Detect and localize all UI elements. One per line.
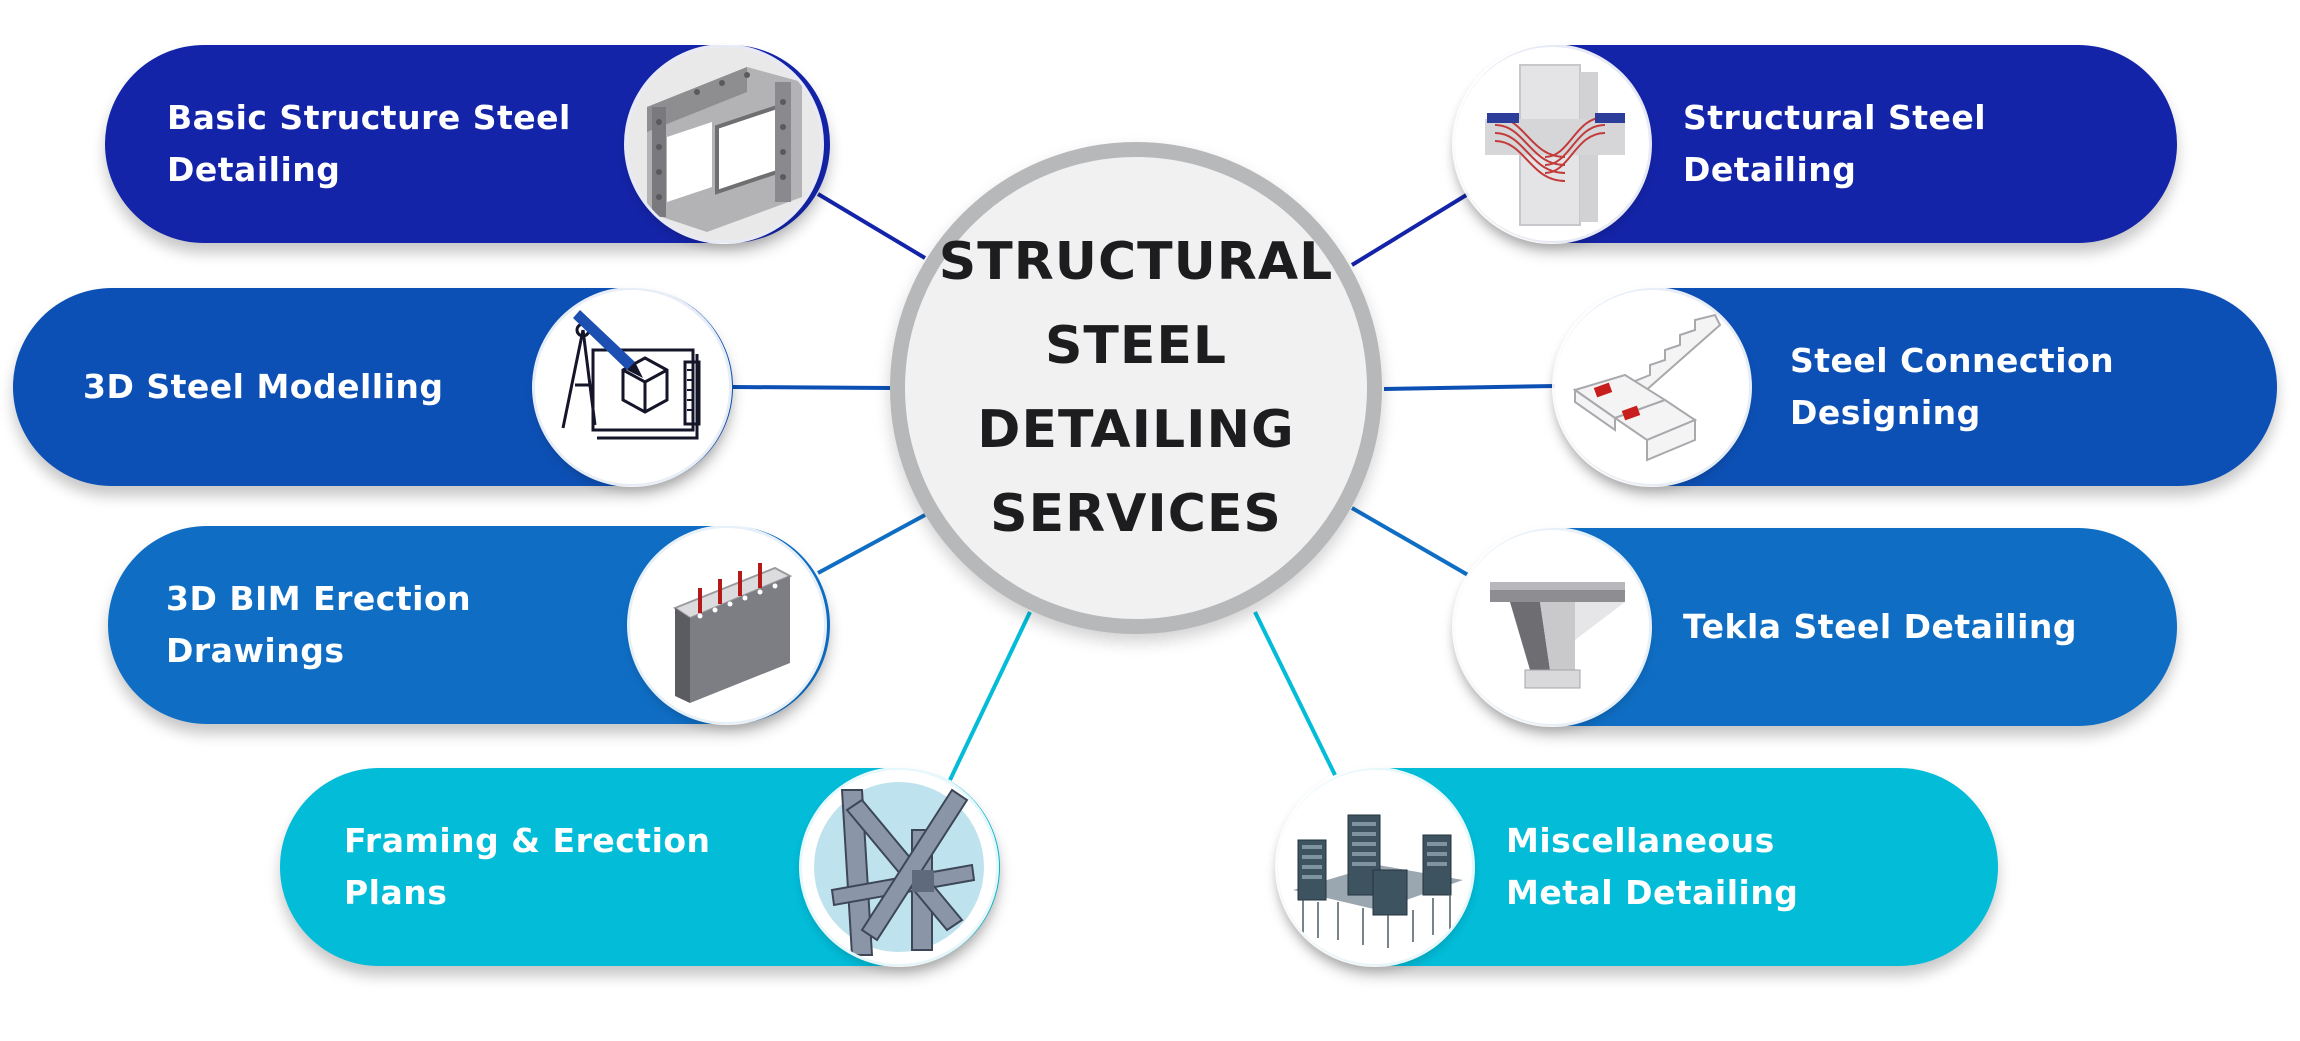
steel-truss-icon (802, 770, 996, 964)
concrete-beam-icon (1455, 530, 1649, 724)
service-basic-structure-steel-detailing[interactable]: Basic Structure Steel Detailing (105, 45, 830, 243)
service-3d-bim-erection-drawings[interactable]: 3D BIM Erection Drawings (108, 526, 830, 724)
building-model-icon (1278, 770, 1472, 964)
connector-structural-detailing (1350, 192, 1470, 267)
connector-bim-erection (817, 513, 926, 575)
connector-framing (948, 611, 1032, 781)
central-hub: STRUCTURAL STEEL DETAILING SERVICES (890, 142, 1382, 634)
service-label: Framing & Erection Plans (344, 821, 711, 912)
service-label: Basic Structure Steel Detailing (167, 98, 571, 189)
service-label: Miscellaneous Metal Detailing (1506, 821, 1799, 912)
connector-basic-structure (816, 192, 927, 260)
service-label: Structural Steel Detailing (1683, 98, 1987, 189)
hub-title-line-3: SERVICES (990, 484, 1282, 544)
service-miscellaneous-metal-detailing[interactable]: Miscellaneous Metal Detailing (1278, 768, 1998, 966)
connector-connection-designing (1383, 384, 1556, 391)
staircase-icon (1555, 290, 1749, 484)
connector-3d-modelling (732, 385, 891, 390)
service-structural-steel-detailing[interactable]: Structural Steel Detailing (1455, 45, 2177, 243)
service-label: Tekla Steel Detailing (1683, 607, 2077, 646)
connector-misc-metal (1253, 611, 1337, 776)
hub-title: STRUCTURAL STEEL DETAILING SERVICES (905, 220, 1367, 556)
service-steel-connection-designing[interactable]: Steel Connection Designing (1555, 288, 2277, 486)
hub-title-line-1: STRUCTURAL (938, 232, 1334, 292)
rebar-column-icon (1455, 47, 1649, 241)
service-3d-steel-modelling[interactable]: 3D Steel Modelling (13, 288, 733, 486)
service-tekla-steel-detailing[interactable]: Tekla Steel Detailing (1455, 528, 2177, 726)
precast-wall-icon (630, 528, 824, 722)
service-label: 3D BIM Erection Drawings (166, 579, 472, 670)
service-framing-erection-plans[interactable]: Framing & Erection Plans (280, 768, 1000, 966)
hub-title-line-2: STEEL DETAILING (977, 316, 1295, 460)
service-label: Steel Connection Designing (1790, 341, 2115, 432)
steel-frame-icon (627, 47, 821, 241)
service-label: 3D Steel Modelling (83, 367, 444, 406)
connector-tekla (1350, 506, 1470, 577)
drafting-compass-icon (535, 290, 729, 484)
